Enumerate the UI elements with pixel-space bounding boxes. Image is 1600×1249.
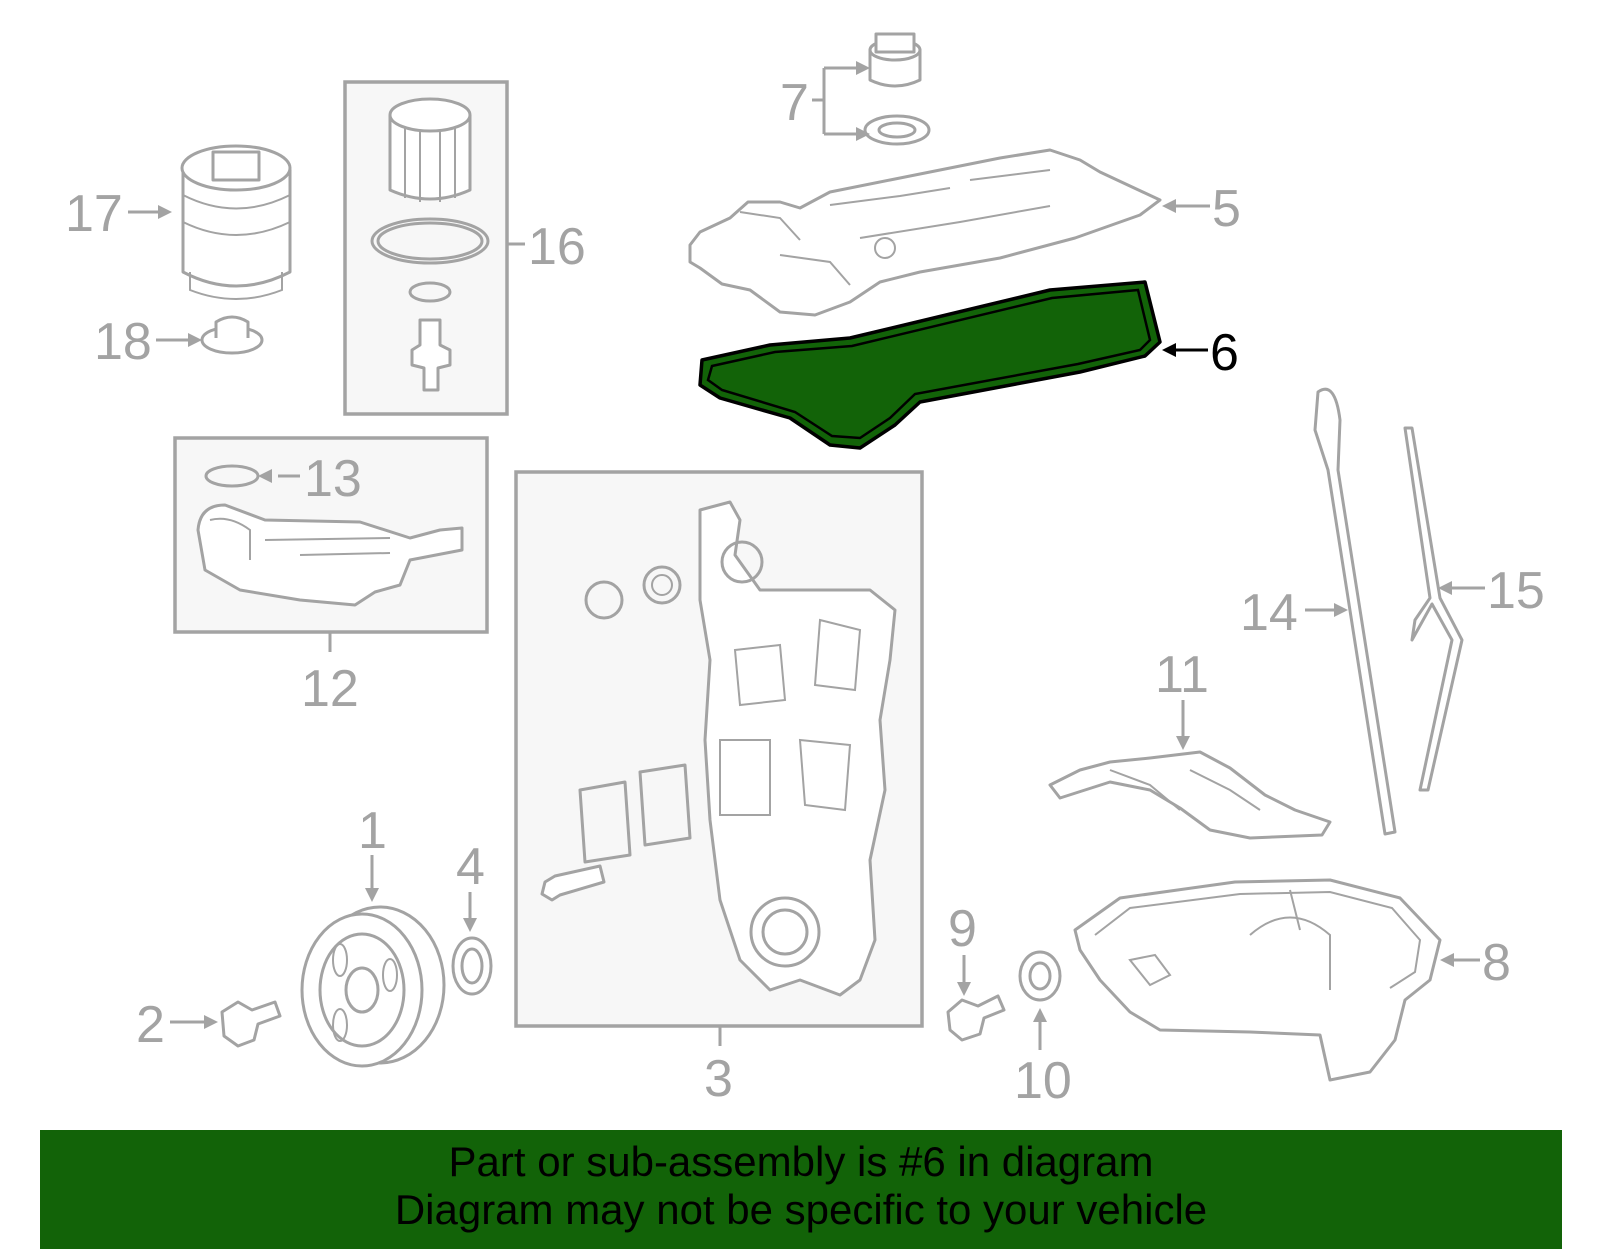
info-banner: Part or sub-assembly is #6 in diagram Di… [40, 1130, 1562, 1249]
oil-filter-cap-part-17[interactable] [180, 144, 292, 300]
callout-6: 6 [1210, 324, 1239, 382]
callout-4: 4 [456, 838, 485, 896]
banner-line-2: Diagram may not be specific to your vehi… [394, 1186, 1208, 1233]
callout-15: 15 [1487, 562, 1545, 620]
callout-18: 18 [94, 313, 152, 371]
callout-5: 5 [1212, 180, 1241, 238]
oil-pan-part-8[interactable] [1073, 878, 1442, 1082]
callout-13: 13 [304, 450, 362, 508]
callout-16: 16 [528, 218, 586, 276]
dipstick-tube-part-15[interactable] [1403, 426, 1464, 792]
drain-plug-part-18[interactable] [200, 315, 264, 355]
oil-baffle-part-11[interactable] [1048, 750, 1332, 840]
callout-14: 14 [1240, 584, 1298, 642]
callout-10: 10 [1014, 1052, 1072, 1110]
callout-1: 1 [358, 802, 387, 860]
cylinder-head-cover-part-5[interactable] [688, 148, 1162, 317]
pulley-bolt-part-2[interactable] [220, 1000, 282, 1048]
callout-9: 9 [948, 900, 977, 958]
callout-2: 2 [136, 996, 165, 1054]
callout-12: 12 [301, 660, 359, 718]
banner-line-1: Part or sub-assembly is #6 in diagram [448, 1138, 1154, 1185]
oil-seal-part-4[interactable] [451, 936, 493, 996]
crankshaft-pulley-part-1[interactable] [300, 905, 446, 1068]
valve-cover-gasket-part-6[interactable] [698, 280, 1162, 450]
drain-gasket-part-10[interactable] [1018, 950, 1062, 1002]
timing-cover-part-3[interactable] [540, 500, 897, 997]
oil-filter-element-part-16[interactable] [370, 97, 490, 392]
callout-3: 3 [704, 1050, 733, 1108]
callout-8: 8 [1482, 934, 1511, 992]
dipstick-part-14[interactable] [1313, 387, 1397, 836]
callout-7: 7 [780, 74, 809, 132]
callout-11: 11 [1155, 646, 1209, 704]
callout-17: 17 [65, 185, 123, 243]
oil-filler-cap-part-7[interactable] [863, 32, 931, 146]
drain-bolt-part-9[interactable] [946, 994, 1006, 1042]
